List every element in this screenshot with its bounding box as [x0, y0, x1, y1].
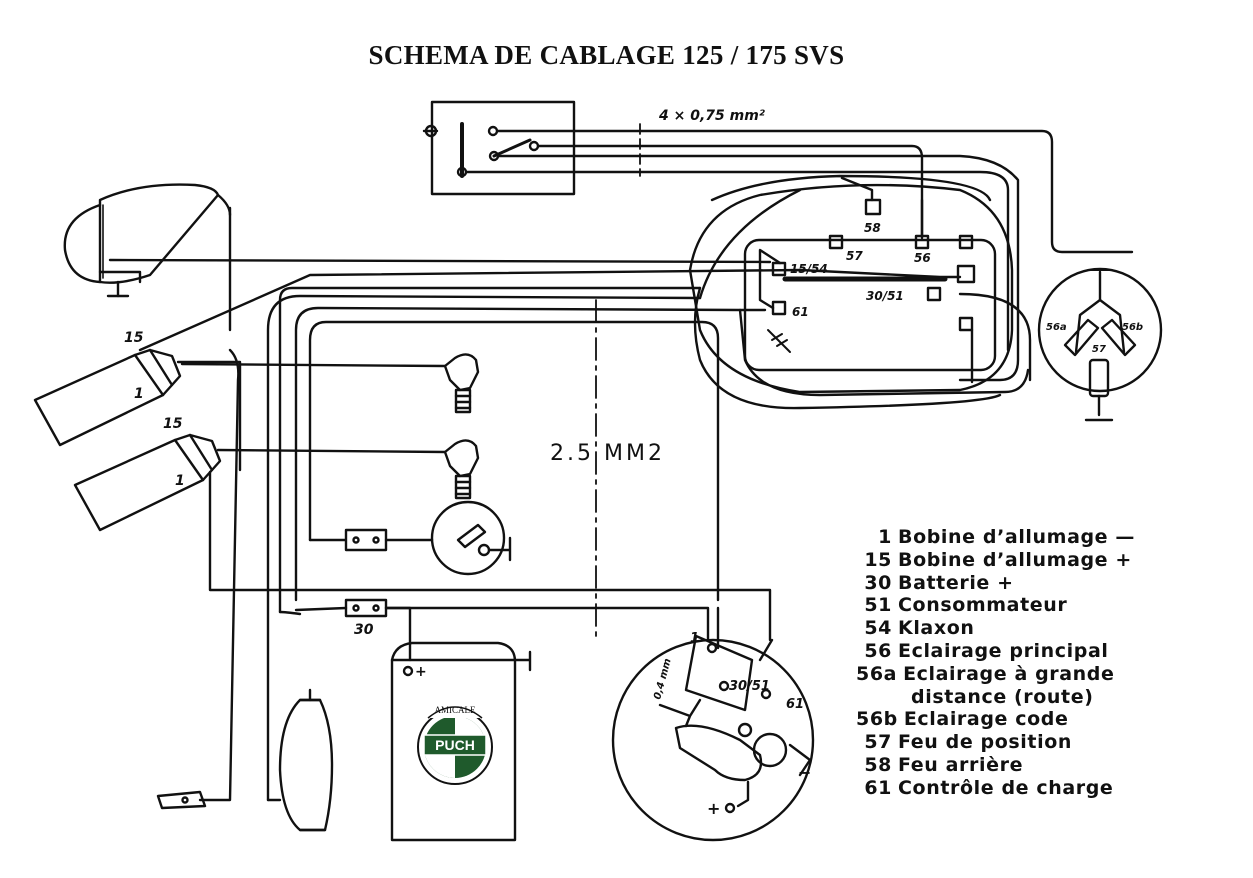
- terminal-label: 61: [792, 305, 809, 319]
- terminal-label: 30: [354, 622, 374, 638]
- terminal-label: 15: [163, 416, 183, 432]
- terminal-label: 57: [846, 249, 863, 263]
- terminal-label: 30/51: [729, 679, 770, 694]
- terminal-label: 15/54: [790, 262, 828, 276]
- terminal-label: 1: [690, 631, 699, 646]
- terminal-label: 15: [124, 330, 144, 346]
- legend-item: 56 Eclairage principal: [856, 640, 1135, 663]
- legend-code: 56b: [856, 708, 898, 731]
- ignition-switch: [156, 790, 207, 810]
- legend-item-continuation: distance (route): [911, 685, 1094, 708]
- terminal-label: 58: [864, 221, 881, 235]
- logo-name: PUCH: [435, 737, 475, 753]
- terminal-label: 57: [1092, 344, 1106, 355]
- legend-code: 30: [864, 571, 892, 594]
- tail-lamp: [1037, 267, 1163, 422]
- contact-breaker: [308, 500, 512, 576]
- terminal-label: 61: [786, 697, 804, 712]
- terminal-label: 56: [914, 251, 931, 265]
- main-harness: [108, 174, 1032, 802]
- legend-text: Feu de position: [898, 731, 1072, 754]
- legend-item: 1 Bobine d’allumage —: [856, 526, 1135, 549]
- legend-text: Consommateur: [898, 594, 1068, 617]
- legend-text: Batterie +: [898, 571, 1014, 594]
- ignition-coil-upper: [33, 348, 447, 472]
- legend-text: Eclairage code: [903, 708, 1069, 731]
- section-label: 2.5 MM2: [550, 441, 665, 466]
- logo-ring-text: AMICALE: [435, 705, 476, 715]
- legend-text: Contrôle de charge: [898, 776, 1114, 799]
- puch-logo: PUCH AMICALE: [417, 705, 493, 785]
- legend-text: Eclairage à grande: [903, 662, 1115, 685]
- switch-cables: [464, 129, 1134, 382]
- terminal-label: −: [798, 763, 811, 782]
- legend-item: 61 Contrôle de charge: [856, 777, 1135, 800]
- terminal-label: 1: [175, 473, 185, 489]
- legend-code: 57: [864, 731, 892, 754]
- horn: [266, 610, 334, 832]
- legend-item: 15 Bobine d’allumage +: [856, 549, 1135, 572]
- legend-code: 56: [864, 639, 892, 662]
- legend-code: 61: [864, 776, 892, 799]
- legend-code: 58: [864, 753, 892, 776]
- junction-panel: [688, 176, 1014, 394]
- spark-plug-upper: [443, 353, 480, 414]
- terminal-label: 30/51: [866, 289, 904, 303]
- wire-gauge-note: 4 × 0,75 mm²: [658, 108, 766, 124]
- terminal-legend: 1 Bobine d’allumage — 15 Bobine d’allumage …: [856, 526, 1135, 800]
- headlamp: [63, 183, 220, 298]
- legend-code: 56a: [856, 662, 898, 685]
- legend-code: 15: [864, 548, 892, 571]
- battery: [390, 641, 532, 842]
- legend-text: Bobine d’allumage +: [898, 548, 1132, 571]
- legend-text: Feu arrière: [898, 753, 1024, 776]
- terminal-label: +: [415, 664, 427, 680]
- legend-item: 51 Consommateur: [856, 594, 1135, 617]
- legend-code: 51: [864, 594, 892, 617]
- terminal-label: +: [707, 799, 720, 818]
- gap-label: 0,4 mm: [652, 657, 674, 700]
- legend-code: 54: [864, 617, 892, 640]
- diagram-title: SCHEMA DE CABLAGE 125 / 175 SVS: [368, 40, 845, 70]
- legend-item: 57 Feu de position: [856, 731, 1135, 754]
- legend-text: Klaxon: [898, 617, 975, 640]
- legend-item: 54 Klaxon: [856, 617, 1135, 640]
- handlebar-switch-box: [422, 100, 641, 196]
- legend-text: Eclairage principal: [898, 639, 1109, 662]
- legend-text: Bobine d’allumage —: [898, 526, 1135, 548]
- legend-item: 58 Feu arrière: [856, 754, 1135, 777]
- generator: [611, 606, 815, 842]
- terminal-label: 56a: [1046, 322, 1067, 333]
- legend-code: 1: [878, 526, 892, 548]
- ignition-coil-lower: [73, 433, 447, 532]
- legend-item: 30 Batterie +: [856, 572, 1135, 595]
- terminal-label: 1: [134, 386, 144, 402]
- spark-plug-lower: [443, 439, 480, 500]
- terminal-label: 56b: [1122, 322, 1143, 333]
